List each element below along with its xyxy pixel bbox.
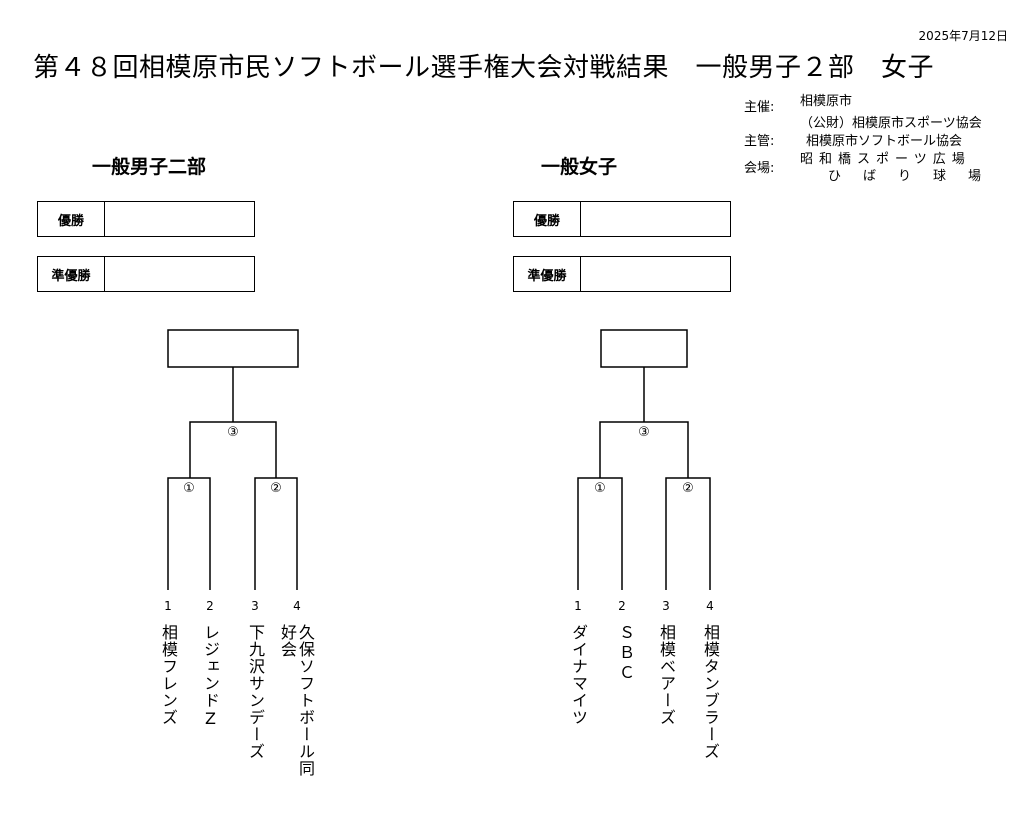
team-name: 相模フレンズ	[159, 624, 178, 726]
team-name: 久保ソフトボール同好会	[278, 624, 315, 777]
venue-label: 会場:	[744, 161, 775, 176]
winner-box-men: 優勝	[37, 201, 255, 237]
manager-label: 主管:	[744, 134, 775, 149]
team-number: 4	[293, 599, 301, 613]
team-number: 4	[706, 599, 714, 613]
team-name: 相模タンブラーズ	[701, 624, 720, 760]
final-box-women	[600, 329, 688, 368]
match-label: ②	[270, 481, 282, 496]
runner-up-label: 準優勝	[514, 257, 581, 291]
winner-box-women: 優勝	[513, 201, 731, 237]
team-name: ＳＢＣ	[616, 624, 635, 684]
runner-up-box-men: 準優勝	[37, 256, 255, 292]
runner-up-label: 準優勝	[38, 257, 105, 291]
bracket-line	[665, 477, 711, 590]
team-number: 3	[251, 599, 259, 613]
date: 2025年7月12日	[918, 29, 1008, 43]
team-name: レジェンドZ	[201, 624, 220, 729]
match-label: ③	[227, 425, 239, 440]
venue-value-1: 昭和橋スポーツ広場	[800, 152, 971, 167]
match-label: ②	[682, 481, 694, 496]
host-value: 相模原市	[800, 94, 853, 109]
division-title-men: 一般男子二部	[92, 156, 207, 178]
host-label: 主催:	[744, 100, 775, 115]
bracket-line	[254, 477, 298, 590]
match-label: ①	[183, 481, 195, 496]
team-number: 1	[574, 599, 582, 613]
page-title: 第４８回相模原市民ソフトボール選手権大会対戦結果 一般男子２部 女子	[33, 53, 935, 83]
bracket-line	[599, 421, 689, 478]
match-label: ③	[638, 425, 650, 440]
runner-up-box-women: 準優勝	[513, 256, 731, 292]
team-number: 1	[164, 599, 172, 613]
team-name: 下九沢サンデーズ	[246, 624, 265, 760]
host-value-2: （公財）相模原市スポーツ協会	[800, 116, 982, 131]
team-number: 2	[618, 599, 626, 613]
bracket-line	[167, 477, 211, 590]
bracket-line	[189, 421, 277, 478]
manager-value: 相模原市ソフトボール協会	[806, 134, 963, 149]
division-title-women: 一般女子	[541, 156, 618, 178]
winner-label: 優勝	[38, 202, 105, 236]
venue-value-2: ひばり球場	[828, 169, 1004, 184]
final-box-men	[167, 329, 299, 368]
team-number: 3	[662, 599, 670, 613]
team-number: 2	[206, 599, 214, 613]
bracket-line	[577, 477, 623, 590]
team-name: 相模ベアーズ	[657, 624, 676, 726]
winner-label: 優勝	[514, 202, 581, 236]
match-label: ①	[594, 481, 606, 496]
team-name: ダイナマイツ	[569, 624, 588, 726]
